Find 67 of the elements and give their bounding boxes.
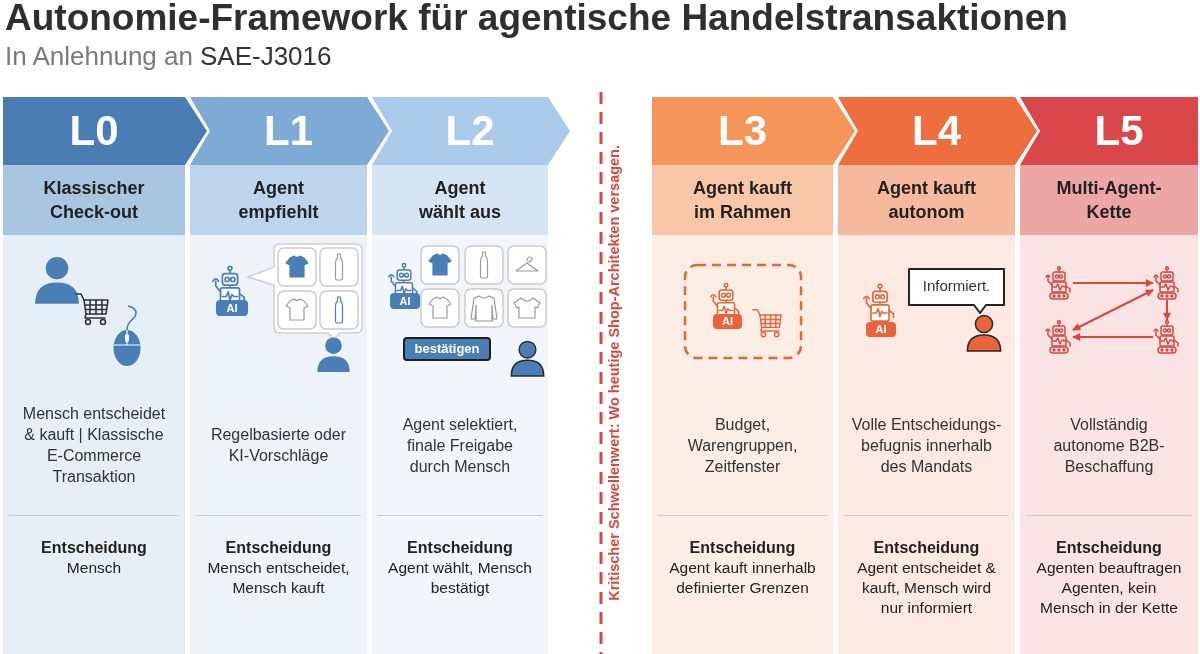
- decision-text: Agent wählt, Mensch bestätigt: [387, 558, 533, 598]
- level-title: Agent wählt aus: [418, 177, 502, 224]
- level-label: L0: [69, 110, 119, 152]
- ai-badge: AI: [390, 293, 420, 309]
- decision-heading: Entscheidung: [873, 538, 980, 558]
- description-text: Volle Entscheidungs-befugnis innerhalb des Mandats: [850, 414, 1003, 477]
- title-band: [652, 165, 833, 235]
- decision-text: Mensch entscheidet, Mensch kauft: [206, 558, 351, 598]
- decision-heading: Entscheidung: [407, 538, 513, 558]
- standard-reference: SAE-J3016: [199, 40, 332, 72]
- threshold-label: Kritischer Schwellenwert: Wo heutige Shop-Architekten versagen.: [606, 145, 623, 601]
- arrow: [1072, 289, 1154, 331]
- column-panel: [838, 235, 1015, 654]
- level-title: Agent empfiehlt: [237, 177, 320, 224]
- speech-bubble: [908, 268, 1005, 314]
- description-text: Mensch entscheidet & kauft | Klassische E-Commerce Transaktion: [21, 404, 167, 487]
- description-text: Agent selektiert, finale Freigabe durch Mensch: [401, 414, 519, 477]
- level-banner: [1020, 97, 1198, 165]
- decision-heading: Entscheidung: [689, 538, 796, 558]
- title-band: [372, 165, 548, 235]
- level-title: Agent kauft im Rahmen: [692, 177, 793, 224]
- column-panel: [3, 235, 185, 654]
- level-label: L5: [1094, 110, 1144, 152]
- level-label: L1: [264, 110, 313, 152]
- column-panel: [1020, 235, 1198, 654]
- decision-heading: Entscheidung: [225, 538, 332, 558]
- robot-icon: [1153, 320, 1181, 354]
- robot-icon: [1045, 266, 1073, 300]
- level-label: L4: [912, 110, 961, 152]
- level-title: Multi-Agent-Kette: [1055, 177, 1163, 224]
- description-text: Regelbasierte oder KI-Vorschläge: [209, 425, 348, 466]
- decision-heading: Entscheidung: [1056, 538, 1162, 558]
- robot-icon: [1045, 320, 1073, 354]
- description-text: Vollständig autonome B2B-Beschaffung: [1052, 414, 1166, 477]
- level-label: L3: [718, 110, 767, 152]
- column-panel: [652, 235, 833, 654]
- level-banner: [190, 97, 389, 165]
- arrow: [1072, 333, 1154, 341]
- subtitle-text: In Anlehnung an: [5, 40, 193, 72]
- arrow: [1072, 279, 1154, 287]
- description-text: Budget, Warengruppen, Zeitfenster: [686, 414, 799, 477]
- robot-icon: [1153, 266, 1181, 300]
- title-band: [1020, 165, 1198, 235]
- ai-badge: AI: [866, 322, 896, 337]
- decision-text: Mensch: [65, 558, 123, 578]
- column-panel: [190, 235, 367, 654]
- level-banner: [838, 97, 1037, 165]
- level-label: L2: [445, 110, 495, 152]
- decision-text: Agent entscheidet & kauft, Mensch wird nur informiert: [856, 558, 997, 618]
- title-band: [190, 165, 367, 235]
- title-band: [838, 165, 1015, 235]
- decision-text: Agenten beauftragen Agenten, kein Mensch in der Kette: [1035, 558, 1183, 618]
- level-banner: [3, 97, 207, 165]
- level-banner: [652, 97, 855, 165]
- bubble-text: Informiert.: [922, 276, 991, 297]
- decision-heading: Entscheidung: [41, 538, 147, 558]
- level-banner: [372, 97, 570, 165]
- confirm-button: bestätigen: [403, 337, 491, 361]
- title-band: [3, 165, 185, 235]
- column-panel: [372, 235, 548, 654]
- ai-badge: AI: [216, 300, 248, 316]
- level-title: Klassischer Check-out: [42, 177, 146, 224]
- ai-badge: AI: [713, 314, 742, 329]
- decision-text: Agent kauft innerhalb definierter Grenzen: [668, 558, 817, 598]
- title: Autonomie-Framework für agentische Handelstransaktionen: [5, 0, 1068, 40]
- level-title: Agent kauft autonom: [876, 177, 977, 224]
- arrow: [1163, 299, 1171, 321]
